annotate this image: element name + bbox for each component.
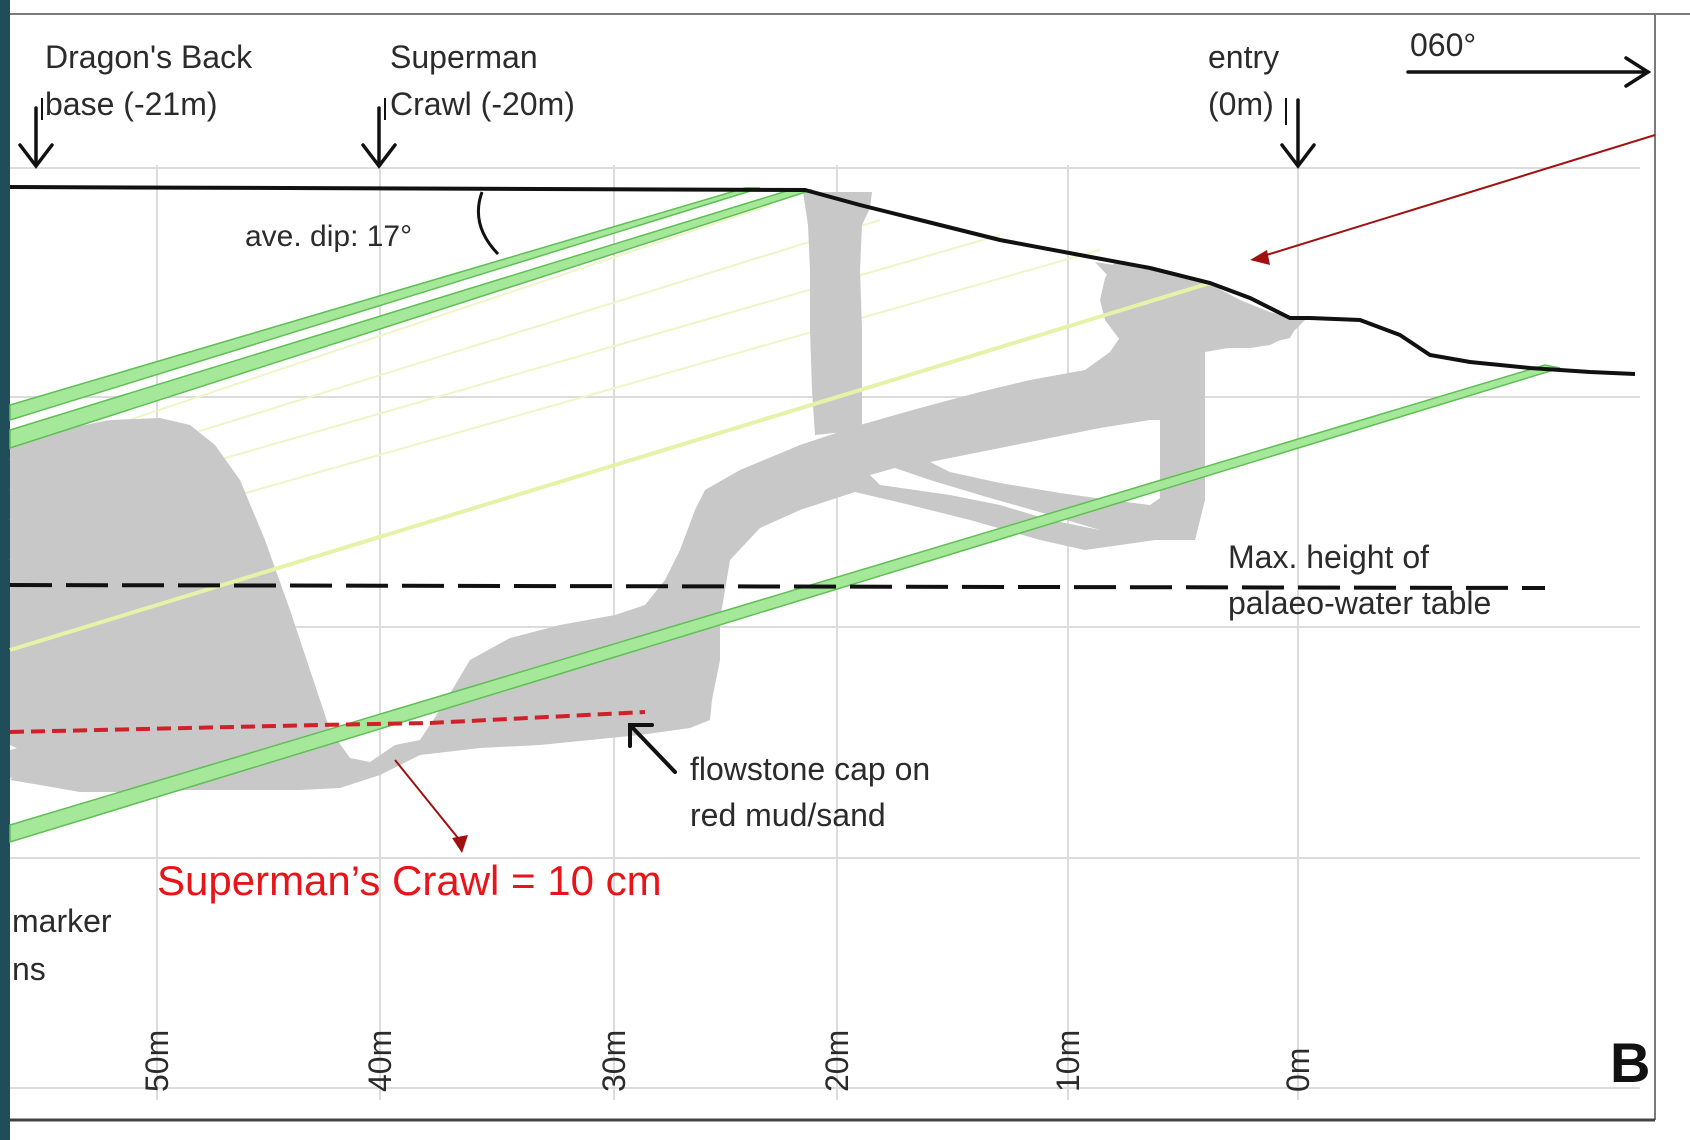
- scale-label: 0m: [1280, 1048, 1316, 1092]
- dip-angle-arc: [476, 191, 500, 256]
- entry-label-line1: entry: [1208, 39, 1279, 75]
- yellow-bed: [9, 281, 1211, 652]
- cave-left-lobe: [10, 745, 35, 778]
- location-arrows: [18, 98, 1316, 169]
- flowstone-cap-line: [9, 710, 646, 734]
- dragons-back-arrow: [18, 106, 54, 169]
- left-frame-strip: [0, 0, 10, 1140]
- flowstone-label-line1: flowstone cap on: [690, 751, 930, 787]
- superman-label-line1: Superman: [390, 39, 538, 75]
- cave-right-chamber: [1100, 262, 1300, 540]
- cave-main-passage: [10, 262, 1305, 792]
- bearing-label: 060°: [1410, 27, 1476, 63]
- water-table-label-line2: palaeo-water table: [1228, 585, 1491, 621]
- legend-fragment-line1: marker: [12, 903, 112, 939]
- entry-annotation-arrow: [1250, 134, 1656, 265]
- cave-vertical-shaft: [803, 192, 872, 435]
- bearing-arrow: [1406, 56, 1652, 88]
- dip-label: ave. dip: 17°: [245, 220, 412, 253]
- cave-passages: [10, 192, 1305, 792]
- rock-bridge: [930, 420, 1160, 505]
- scale-label: 50m: [139, 1030, 175, 1092]
- flowstone-pointer-arrow: [628, 723, 677, 774]
- entry-arrow: [1280, 98, 1316, 169]
- scale-labels: 50m 40m 30m 20m 10m 0m: [139, 1030, 1316, 1092]
- flowstone-label-line2: red mud/sand: [690, 797, 886, 833]
- palaeo-water-table-line: [9, 583, 1546, 590]
- legend-fragment-line2: ns: [12, 951, 46, 987]
- surface-profile: [9, 185, 1636, 376]
- superman-label-line2: Crawl (-20m): [390, 86, 575, 122]
- scale-label: 40m: [362, 1030, 398, 1092]
- superman-crawl-annotation: Superman’s Crawl = 10 cm: [157, 857, 662, 904]
- dragons-back-label-line2: base (-21m): [45, 86, 218, 122]
- superman-crawl-annotation-arrow: [394, 759, 468, 853]
- panel-letter: B: [1610, 1031, 1650, 1094]
- scale-label: 30m: [596, 1030, 632, 1092]
- scale-label: 10m: [1050, 1030, 1086, 1092]
- entry-label-line2: (0m): [1208, 86, 1274, 122]
- water-table-label-line1: Max. height of: [1228, 539, 1429, 575]
- superman-crawl-arrow: [361, 106, 397, 169]
- dragons-back-label-line1: Dragon's Back: [45, 39, 253, 75]
- scale-label: 20m: [819, 1030, 855, 1092]
